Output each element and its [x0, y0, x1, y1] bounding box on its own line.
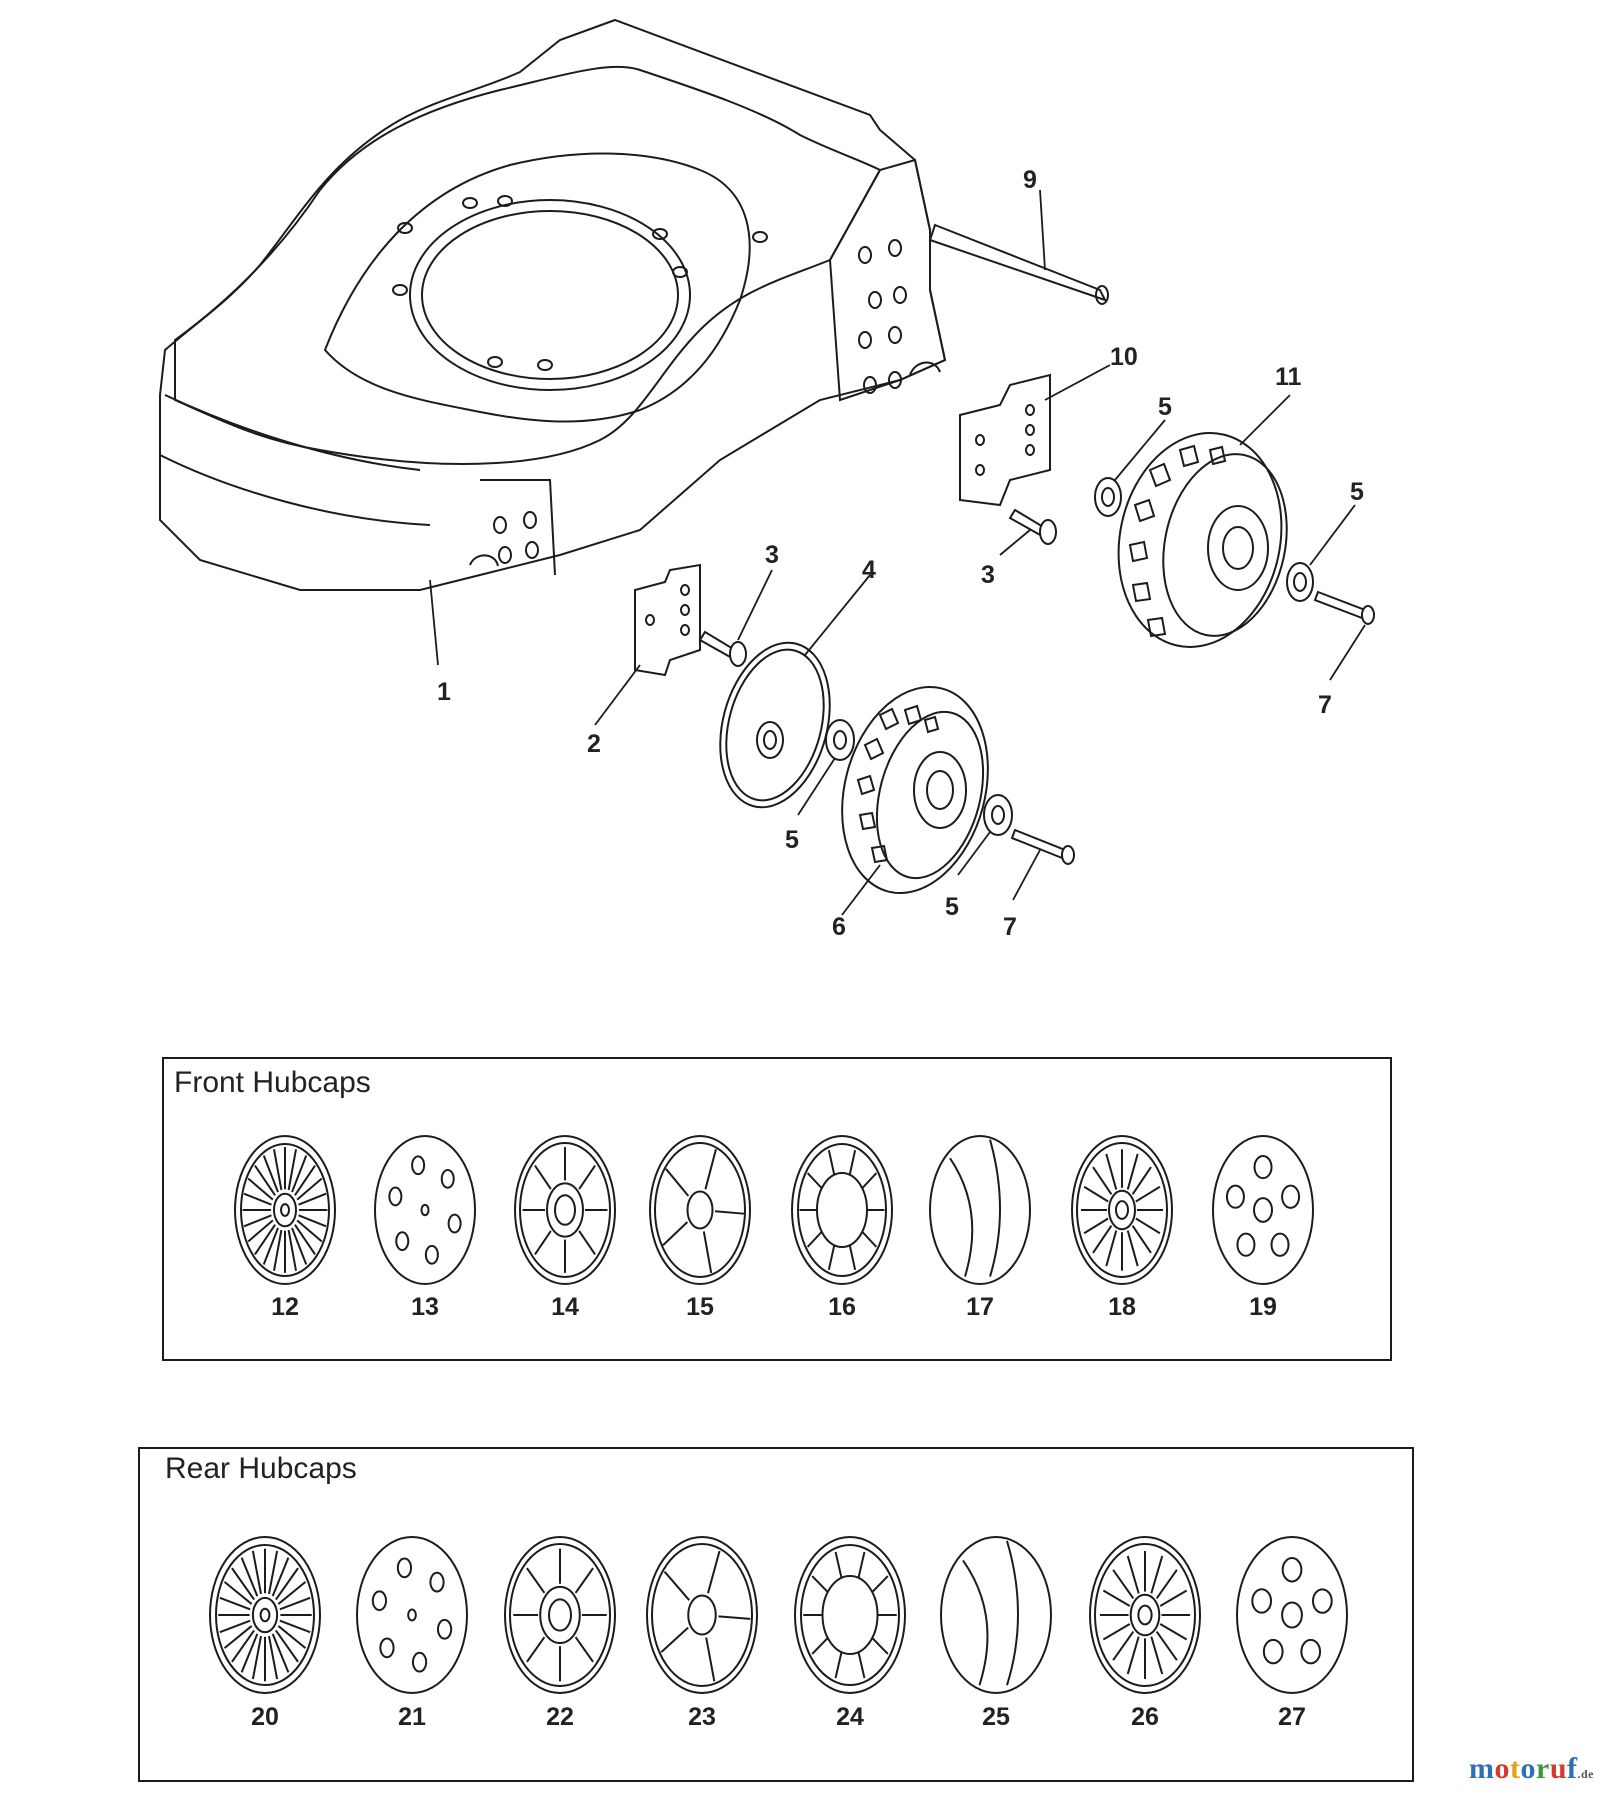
rear-height-bracket — [959, 373, 1051, 507]
wheel-bolt-rear — [1313, 590, 1375, 625]
callout-5-front-inner: 5 — [785, 826, 799, 854]
rear-hubcap-label: 27 — [1278, 1703, 1306, 1731]
bolt-rear — [1008, 508, 1057, 545]
front-hubcap-16: 16 — [791, 1135, 893, 1321]
watermark-logo: motoruf.de — [1468, 1752, 1594, 1785]
front-hubcaps-title: Front Hubcaps — [174, 1066, 371, 1099]
front-hubcap-19: 19 — [1212, 1135, 1314, 1321]
front-hubcap-disc — [719, 641, 831, 809]
front-hubcap-18: 18 — [1071, 1135, 1173, 1321]
rear-hubcap-26: 26 — [1089, 1536, 1201, 1731]
front-hubcap-label: 19 — [1249, 1293, 1277, 1321]
front-hubcap-17: 17 — [929, 1135, 1031, 1321]
front-hubcap-label: 18 — [1108, 1293, 1136, 1321]
callout-labels: 1 2 3 3 4 5 5 5 5 6 7 7 9 10 11 — [437, 166, 1364, 941]
callout-11: 11 — [1275, 363, 1302, 391]
rear-hubcaps-title: Rear Hubcaps — [165, 1452, 357, 1485]
rear-hubcap-22: 22 — [504, 1536, 616, 1731]
front-hubcap-12: 12 — [234, 1135, 336, 1321]
rear-hubcap-label: 22 — [546, 1703, 574, 1731]
wheel-bolt-front — [1010, 828, 1075, 865]
callout-1: 1 — [437, 678, 451, 706]
bearing-rear-outer — [1286, 562, 1314, 602]
rear-hubcap-label: 23 — [688, 1703, 716, 1731]
callout-5-front-outer: 5 — [945, 893, 959, 921]
callout-3-front: 3 — [765, 541, 779, 569]
front-hubcap-14: 14 — [514, 1135, 616, 1321]
rear-hubcap-21: 21 — [356, 1536, 468, 1731]
front-hubcap-label: 15 — [686, 1293, 714, 1321]
front-hubcap-label: 14 — [551, 1293, 579, 1321]
callout-5-rear-outer: 5 — [1350, 478, 1364, 506]
front-hubcaps-panel: Front Hubcaps 12 13 14 15 16 17 18 19 — [162, 1057, 1392, 1361]
front-height-bracket — [634, 563, 701, 677]
leader-lines — [429, 189, 1366, 916]
callout-5-rear-inner: 5 — [1158, 393, 1172, 421]
callout-7-rear: 7 — [1318, 691, 1332, 719]
rear-hubcap-23: 23 — [646, 1536, 758, 1731]
rear-hubcaps-panel: Rear Hubcaps 20 21 22 23 24 25 26 27 — [138, 1447, 1414, 1782]
callout-4: 4 — [862, 556, 876, 584]
bearing-rear-inner — [1094, 477, 1122, 517]
front-hubcap-label: 17 — [966, 1293, 994, 1321]
rear-hubcap-label: 20 — [251, 1703, 279, 1731]
callout-9: 9 — [1023, 166, 1037, 194]
front-hubcap-label: 12 — [271, 1293, 299, 1321]
callout-10: 10 — [1110, 343, 1138, 371]
callout-7-front: 7 — [1003, 913, 1017, 941]
bolt-front — [698, 630, 747, 667]
rear-hubcap-25: 25 — [940, 1536, 1052, 1731]
bearing-front-inner — [825, 719, 855, 761]
mower-deck — [159, 18, 947, 591]
rear-hubcap-27: 27 — [1236, 1536, 1348, 1731]
front-hubcap-label: 16 — [828, 1293, 856, 1321]
rear-hubcap-20: 20 — [209, 1536, 321, 1731]
rear-wheel — [1117, 432, 1288, 648]
callout-2: 2 — [587, 730, 601, 758]
front-hubcap-13: 13 — [374, 1135, 476, 1321]
rear-hubcap-label: 26 — [1131, 1703, 1159, 1731]
callout-6: 6 — [832, 913, 846, 941]
rear-hubcap-label: 25 — [982, 1703, 1010, 1731]
rear-hubcap-24: 24 — [794, 1536, 906, 1731]
rear-hubcap-label: 21 — [398, 1703, 426, 1731]
bearing-front-outer — [983, 794, 1013, 836]
rear-axle — [928, 223, 1109, 305]
rear-hubcap-label: 24 — [836, 1703, 864, 1731]
callout-3-rear: 3 — [981, 561, 995, 589]
front-wheel — [841, 685, 989, 895]
front-hubcap-15: 15 — [649, 1135, 751, 1321]
front-hubcap-label: 13 — [411, 1293, 439, 1321]
